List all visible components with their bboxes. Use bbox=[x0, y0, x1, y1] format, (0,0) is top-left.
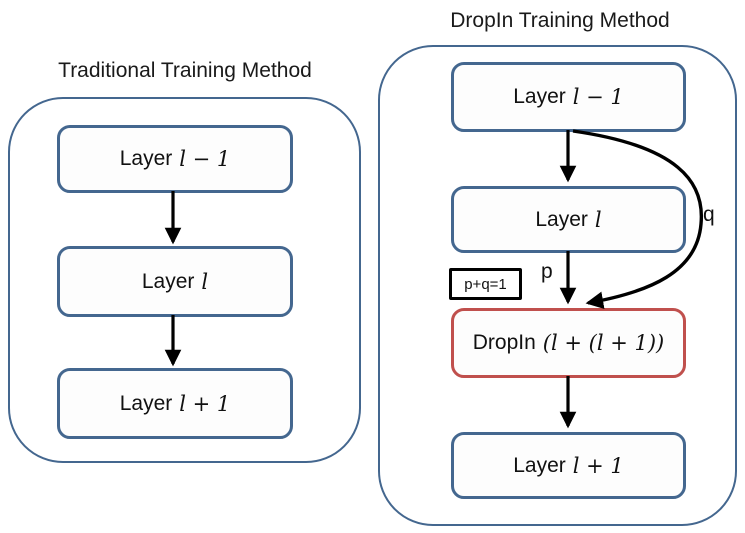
right-box-layer-lplus1-math: l + 1 bbox=[572, 453, 624, 478]
left-box-layer-l: Layer l bbox=[57, 246, 293, 317]
right-box-dropin: DropIn (l + (l + 1)) bbox=[451, 308, 686, 378]
right-box-layer-l-word: Layer bbox=[535, 207, 588, 231]
left-box-layer-lminus1: Layer l − 1 bbox=[57, 125, 293, 193]
right-box-layer-lminus1-word: Layer bbox=[513, 85, 566, 108]
constraint-pq-box: p+q=1 bbox=[449, 268, 522, 300]
edge-label-p: p bbox=[541, 260, 553, 283]
edge-label-q: q bbox=[703, 203, 715, 226]
constraint-pq-label: p+q=1 bbox=[464, 275, 507, 293]
left-panel-title: Traditional Training Method bbox=[58, 59, 312, 82]
right-box-layer-l-math: l bbox=[594, 207, 602, 232]
right-panel-title: DropIn Training Method bbox=[450, 9, 670, 32]
left-box-layer-lplus1-math: l + 1 bbox=[179, 391, 231, 416]
left-box-layer-l-math: l bbox=[201, 269, 209, 294]
right-box-dropin-word: DropIn bbox=[472, 331, 536, 354]
left-box-layer-lplus1-word: Layer bbox=[119, 391, 173, 415]
right-box-layer-lplus1-word: Layer bbox=[513, 453, 566, 477]
left-box-layer-lminus1-math: l − 1 bbox=[179, 147, 231, 171]
right-box-layer-lminus1: Layer l − 1 bbox=[451, 62, 686, 132]
left-box-layer-lminus1-word: Layer bbox=[119, 147, 173, 170]
left-box-layer-lplus1: Layer l + 1 bbox=[57, 368, 293, 439]
right-box-layer-lplus1: Layer l + 1 bbox=[451, 432, 686, 499]
left-panel-frame bbox=[8, 97, 361, 463]
right-box-layer-lminus1-math: l − 1 bbox=[572, 85, 624, 109]
right-box-layer-l: Layer l bbox=[451, 186, 686, 253]
right-box-dropin-math: (l + (l + 1)) bbox=[542, 331, 665, 355]
left-box-layer-l-word: Layer bbox=[141, 269, 195, 293]
right-panel-frame bbox=[378, 45, 737, 526]
